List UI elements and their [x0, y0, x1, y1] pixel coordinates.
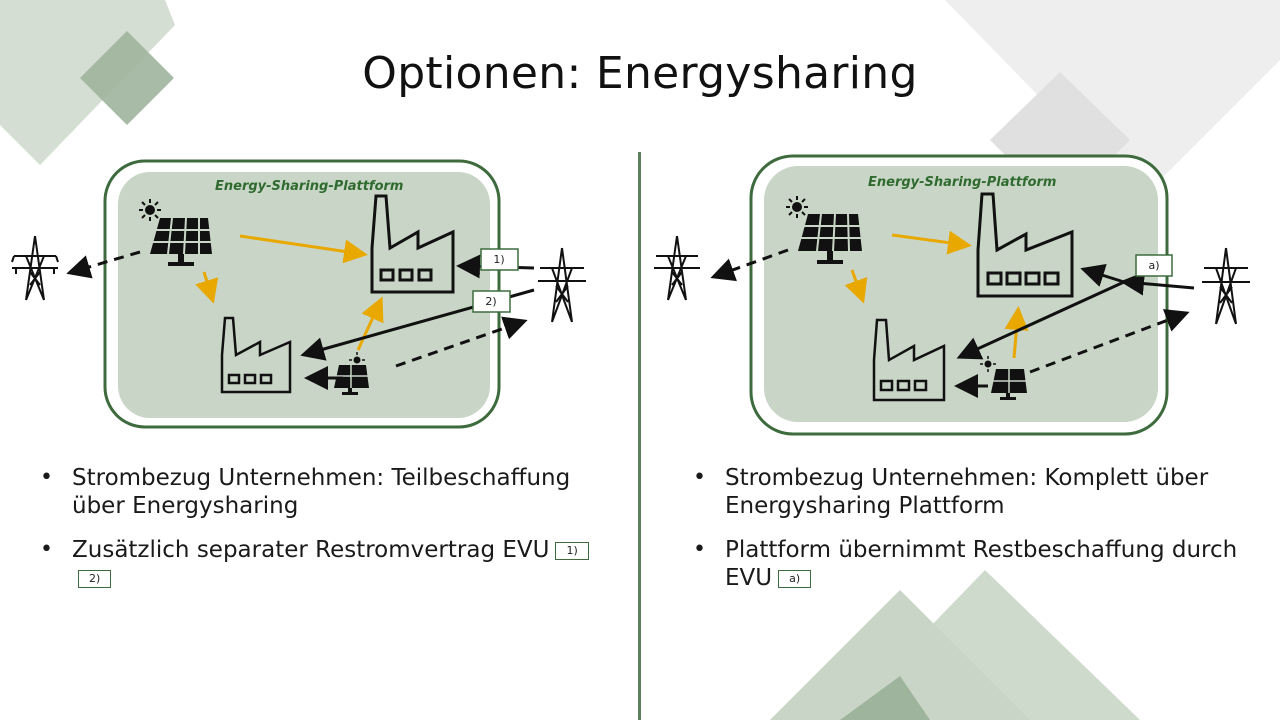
- arrow-black: [956, 280, 1125, 360]
- power-tower-icon: [654, 235, 700, 301]
- power-tower-icon: [1202, 247, 1250, 325]
- sun-icon: [786, 196, 808, 218]
- list-item: Zusätzlich separater Restromvertrag EVU 1…: [40, 536, 620, 592]
- bullet-text: Strombezug Unternehmen: Komplett über En…: [725, 465, 1209, 519]
- diagram-left: Energy-Sharing-Plattform: [11, 159, 586, 429]
- list-item: Strombezug Unternehmen: Komplett über En…: [693, 464, 1253, 520]
- tag-2-label: 2): [485, 295, 496, 308]
- arrow-yellow: [356, 296, 384, 351]
- list-item: Strombezug Unternehmen: Teilbeschaffung …: [40, 464, 620, 520]
- diagram-right: Energy-Sharing-Plattform: [654, 154, 1250, 436]
- tag-2: [472, 290, 511, 313]
- page-title: Optionen: Energysharing: [362, 48, 918, 99]
- bullet-text: Plattform übernimmt Restbeschaffung durc…: [725, 537, 1238, 591]
- sun-icon: [349, 352, 365, 368]
- tag-2-inline: 2): [78, 569, 112, 588]
- arrow-grid-dashed: [66, 250, 141, 279]
- arrow-yellow: [891, 230, 972, 255]
- factory-icon: [370, 194, 455, 294]
- sun-icon: [980, 356, 996, 372]
- tag-1: [480, 248, 519, 271]
- tag-a-label: a): [1148, 259, 1159, 272]
- tag-1-label: 1): [493, 253, 504, 266]
- factory-icon: [976, 192, 1074, 298]
- power-tower-icon: [538, 247, 586, 323]
- solar-panel-icon: [991, 369, 1027, 400]
- arrow-black: [1080, 263, 1125, 287]
- divider-line: [638, 152, 641, 720]
- platform-inner: [118, 172, 490, 418]
- bullet-list-right: Strombezug Unternehmen: Komplett über En…: [693, 464, 1253, 608]
- deco-diamond: [80, 31, 174, 125]
- list-item: Plattform übernimmt Restbeschaffung durc…: [693, 536, 1253, 592]
- platform-label: Energy-Sharing-Plattform: [868, 175, 1056, 190]
- platform-label: Energy-Sharing-Plattform: [215, 179, 403, 194]
- arrow-yellow: [239, 234, 368, 264]
- factory-icon: [872, 318, 946, 402]
- arrow-black: [1120, 271, 1195, 296]
- deco-diamond: [990, 72, 1130, 210]
- sun-icon: [139, 199, 161, 221]
- tag-a-inline: a): [778, 569, 812, 588]
- arrow-yellow: [1004, 306, 1029, 359]
- solar-panel-icon: [150, 217, 212, 266]
- arrow-yellow: [195, 271, 219, 304]
- deco-diamond: [945, 0, 1280, 200]
- deco-diamond: [840, 676, 930, 720]
- arrow-grid-dashed: [710, 248, 789, 282]
- solar-panel-icon: [334, 365, 369, 395]
- arrow-grid-dashed: [395, 316, 528, 368]
- bullet-text: Zusätzlich separater Restromvertrag EVU: [72, 537, 550, 563]
- platform-inner: [764, 166, 1158, 422]
- power-tower-icon: [11, 235, 59, 301]
- bullet-text: Strombezug Unternehmen: Teilbeschaffung …: [72, 465, 571, 519]
- tag-1-inline: 1): [555, 541, 589, 560]
- factory-icon: [220, 316, 292, 394]
- bullet-list-left: Strombezug Unternehmen: Teilbeschaffung …: [40, 464, 620, 608]
- tag-a: [1135, 254, 1173, 277]
- deco-diamond: [840, 570, 1140, 720]
- arrow-yellow: [844, 269, 868, 304]
- solar-panel-icon: [798, 213, 862, 264]
- arrow-grid-dashed: [1029, 309, 1190, 374]
